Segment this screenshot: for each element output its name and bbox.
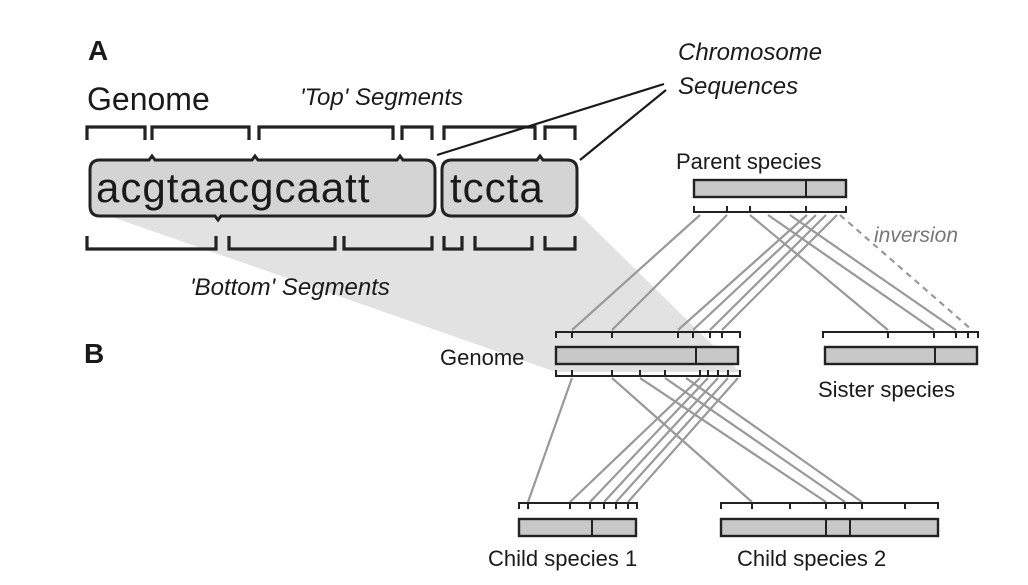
top-segment-brackets (85, 125, 577, 140)
child2-tick-bar (720, 502, 939, 509)
chromosome-sequence-2: tccta (440, 153, 579, 218)
parent-chromosome (692, 178, 848, 199)
genome-chromosome (554, 345, 740, 366)
chromosome-pointer-lines (436, 82, 667, 161)
parent-species-label: Parent species (676, 149, 822, 174)
child1-tick-bar (518, 502, 638, 509)
chromosome-sequences-label-line2: Sequences (678, 73, 798, 100)
panel-label-a: A (88, 35, 108, 66)
inversion-label: inversion (874, 224, 958, 247)
sequence-text-2: tccta (450, 164, 544, 211)
alignment-lines (526, 214, 973, 503)
chromosome-sequences-label-line1: Chromosome (678, 39, 822, 66)
sister-tick-bar (822, 331, 979, 338)
genome-title: Genome (87, 81, 210, 117)
child2-chromosome (719, 517, 940, 538)
child-species-2-label: Child species 2 (737, 546, 886, 571)
parent-tick-bar (693, 206, 847, 213)
top-segments-label: 'Top' Segments (300, 84, 463, 111)
chromosome-sequence-1: acgtaacgcaatt (88, 153, 437, 223)
bottom-segment-brackets (85, 236, 577, 251)
sister-chromosome (823, 345, 979, 366)
child-species-1-label: Child species 1 (488, 546, 637, 571)
sequence-text-1: acgtaacgcaatt (96, 164, 371, 211)
genome-bottom-tick-bar (555, 370, 741, 377)
genome-top-tick-bar (555, 331, 741, 338)
genome-label: Genome (440, 345, 524, 370)
bottom-segments-label: 'Bottom' Segments (190, 274, 390, 301)
panel-label-b: B (84, 338, 104, 369)
sister-species-label: Sister species (818, 377, 955, 402)
child1-chromosome (517, 517, 638, 538)
